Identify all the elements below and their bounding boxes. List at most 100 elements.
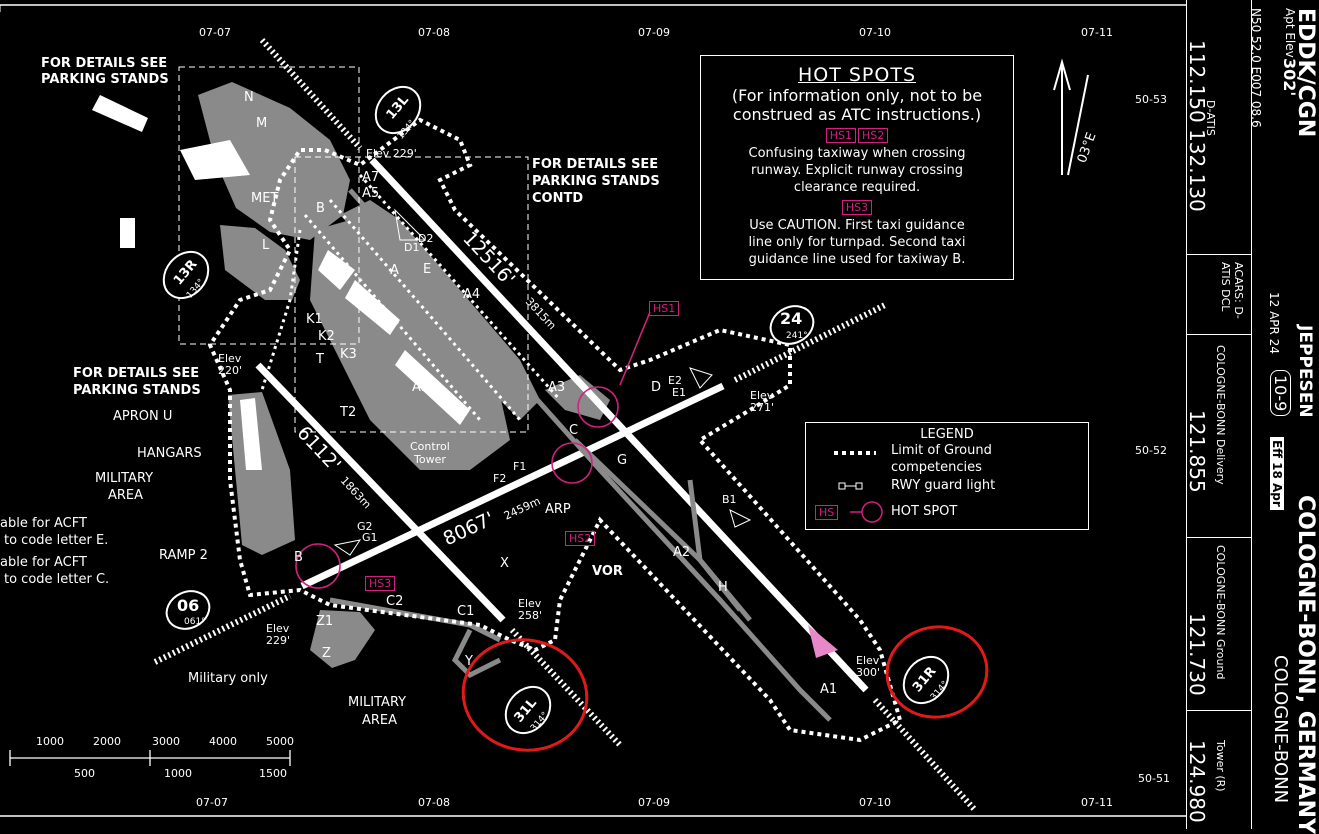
freq-label-ground: COLOGNE-BONN Ground xyxy=(1214,545,1227,680)
frequency-column xyxy=(1187,0,1252,829)
rwy-06-label: 06 xyxy=(177,596,200,615)
twy-b: B xyxy=(316,201,325,216)
vor-label: VOR xyxy=(592,564,623,579)
military-area-1b: AREA xyxy=(108,488,144,503)
rwy-24-label: 24 xyxy=(780,309,803,328)
rwy-24-hdg: 241° xyxy=(786,331,808,341)
hot-spots-title: HOT SPOTS xyxy=(797,64,917,86)
parking-note-3b: PARKING STANDS xyxy=(73,383,201,398)
hs1-text-c: clearance required. xyxy=(793,180,921,195)
parking-note-2c: CONTD xyxy=(532,191,584,206)
freq-label-delivery: COLOGNE-BONN Delivery xyxy=(1214,345,1227,485)
twy-a5: A5 xyxy=(362,186,380,201)
twy-f2: F2 xyxy=(493,472,507,485)
twy-g1: G1 xyxy=(362,531,378,544)
hs1-map-tag: HS1 xyxy=(649,301,680,316)
twy-k3: K3 xyxy=(340,347,357,362)
hot-spot-circles xyxy=(295,311,651,589)
north-arrow-icon xyxy=(1053,58,1089,176)
twy-f1: F1 xyxy=(513,460,527,473)
parking-note-2b: PARKING STANDS xyxy=(532,174,660,189)
freq-value-datis: 112.150 132.130 xyxy=(1185,40,1209,212)
suitable-e-a: able for ACFT xyxy=(0,516,87,531)
twy-a7: A7 xyxy=(362,170,380,185)
runway-06-24 xyxy=(300,382,725,590)
chart-info-strip: EDDK/CGN Apt Elev 302' N50 52.0 E007 08.… xyxy=(1185,0,1319,834)
arp-label: ARP xyxy=(545,502,571,517)
chart-number: 10-9 xyxy=(1270,370,1291,417)
jeppesen-logo: JEPPESEN xyxy=(1295,325,1315,418)
twy-h: H xyxy=(718,580,728,595)
parking-note-2a: FOR DETAILS SEE xyxy=(532,157,659,172)
hs3-tag: HS3 xyxy=(841,200,873,215)
pink-marker xyxy=(808,625,838,658)
suitable-c-a: able for ACFT xyxy=(0,555,87,570)
twy-b1: B1 xyxy=(722,493,737,506)
legend-box: LEGEND HS Limit of Ground competencies R… xyxy=(805,422,1089,530)
grid-bottom-5: 07-11 xyxy=(1081,796,1113,809)
twy-z: Z xyxy=(322,646,331,661)
twy-n: N xyxy=(244,90,254,105)
twy-y: Y xyxy=(465,654,473,669)
twy-a4: A4 xyxy=(463,287,481,302)
airport-name: COLOGNE-BONN xyxy=(1270,655,1291,804)
twy-e: E xyxy=(423,262,432,277)
twy-m: M xyxy=(256,116,268,131)
hs1-text-b: runway. Explicit runway crossing xyxy=(751,163,963,178)
hs3-map-tag: HS3 xyxy=(365,576,396,591)
twy-e2: E2 xyxy=(668,374,682,387)
twy-k1: K1 xyxy=(306,312,323,327)
grid-bottom-2: 07-08 xyxy=(418,796,450,809)
twy-t: T xyxy=(316,352,324,367)
runway-13r-31l xyxy=(255,362,506,623)
scale-ft-2: 2000 xyxy=(93,735,121,748)
twy-d2: D2 xyxy=(418,232,434,245)
legend-symbols xyxy=(834,451,883,523)
twy-c1: C1 xyxy=(457,604,475,619)
elev-258: Elev 258' xyxy=(518,597,543,622)
freq-label-acars: ACARS: D-ATIS DCL xyxy=(1219,262,1245,319)
freq-value-tower: 124.980 xyxy=(1185,740,1209,823)
apt-elev-label: Apt Elev xyxy=(1283,8,1297,58)
grid-top-2: 07-08 xyxy=(418,26,450,39)
rwy-06-hdg: 061° xyxy=(184,617,206,627)
twy-x: X xyxy=(500,556,509,571)
freq-label-tower: Tower (R) xyxy=(1214,740,1227,792)
scale-ft-4: 4000 xyxy=(209,735,237,748)
hs2-map-tag: HS2 xyxy=(565,531,596,546)
scale-ft-5: 5000 xyxy=(266,735,294,748)
legend-hs-tag: HS xyxy=(815,505,839,520)
twy-d1: D1 xyxy=(404,241,420,254)
grid-right-2: 50-52 xyxy=(1135,444,1167,457)
hangars-label: HANGARS xyxy=(137,446,202,461)
hs3-text-a: Use CAUTION. First taxi guidance xyxy=(749,218,965,233)
grid-top-4: 07-10 xyxy=(859,26,891,39)
hot-spots-box: HOT SPOTS (For information only, not to … xyxy=(700,55,1014,280)
city-name: COLOGNE-BONN, GERMANY xyxy=(1293,495,1318,834)
grid-top-5: 07-11 xyxy=(1081,26,1113,39)
scale-ft-1: 1000 xyxy=(36,735,64,748)
legend-row-2: RWY guard light xyxy=(891,478,996,493)
detail-boxes xyxy=(178,66,529,433)
runway-end-ovals xyxy=(162,85,950,735)
military-area-2b: AREA xyxy=(362,713,398,728)
ramp2-label: RAMP 2 xyxy=(159,548,208,563)
grid-right-1: 50-53 xyxy=(1135,93,1167,106)
hs2-tag: HS2 xyxy=(858,128,889,143)
met-label: MET xyxy=(251,191,279,206)
scale-bar xyxy=(9,750,291,766)
military-area-1a: MILITARY xyxy=(95,471,154,486)
hot-spots-subtitle-2: construed as ATC instructions.) xyxy=(732,105,982,124)
buildings xyxy=(92,95,470,470)
grid-right-3: 50-51 xyxy=(1138,772,1170,785)
apron-u-label: APRON U xyxy=(113,409,173,424)
legend-title: LEGEND xyxy=(920,427,974,442)
scale-m-1: 500 xyxy=(74,767,95,780)
control-tower-a: Control xyxy=(410,440,450,453)
ais-label: AIS xyxy=(412,380,433,395)
twy-c2: C2 xyxy=(386,594,404,609)
grid-top-3: 07-09 xyxy=(638,26,670,39)
hs1-tag: HS1 xyxy=(825,128,856,143)
control-tower-b: Tower xyxy=(414,453,446,466)
parking-note-1a: FOR DETAILS SEE xyxy=(41,56,168,71)
